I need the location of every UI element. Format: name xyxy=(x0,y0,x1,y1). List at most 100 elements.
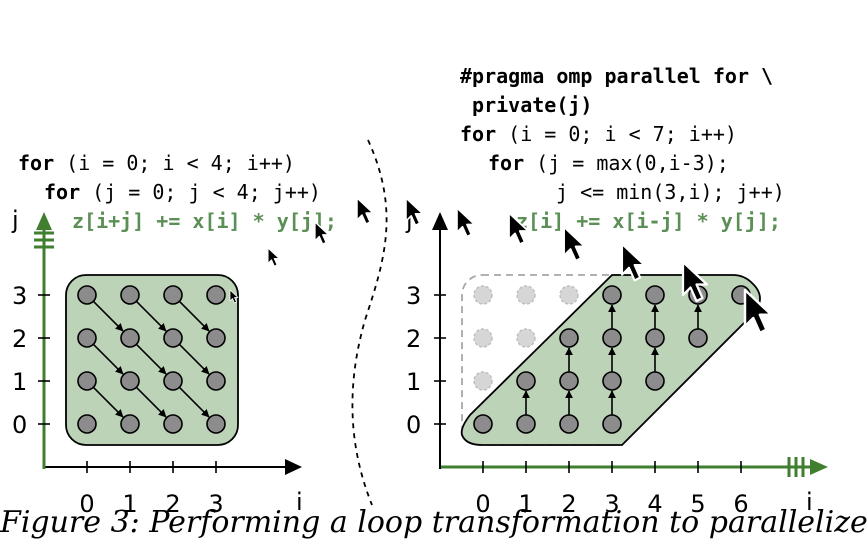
cursor-arrow-icon xyxy=(229,289,239,304)
right-point xyxy=(645,371,665,391)
left-x-tick-label: 2 xyxy=(165,490,180,518)
faded-point xyxy=(516,285,536,305)
right-y-tick-label: 3 xyxy=(406,282,421,310)
dashed-divider xyxy=(351,139,388,506)
cursor-arrow-icon xyxy=(456,207,476,238)
cursor-shape xyxy=(743,288,773,335)
cursor-arrow-icon xyxy=(356,197,374,225)
cursor-shape xyxy=(508,212,530,246)
cursor-shape xyxy=(456,207,476,238)
right-x-tick-label: 1 xyxy=(518,490,533,518)
left-point xyxy=(163,414,183,434)
right-dependency-arrows xyxy=(522,304,702,415)
right-point xyxy=(559,414,579,434)
right-point xyxy=(645,285,665,305)
right-y-axis-label: j xyxy=(405,206,413,234)
faded-point xyxy=(473,285,493,305)
left-x-tick-label: 0 xyxy=(79,490,94,518)
right-point xyxy=(559,371,579,391)
right-code-block: #pragma omp parallel for \ private(j)for… xyxy=(460,33,785,265)
left-point xyxy=(163,285,183,305)
right-y-tick-label: 2 xyxy=(406,325,421,353)
faded-point xyxy=(473,328,493,348)
left-y-tick-label: 0 xyxy=(12,411,27,439)
cursor-shape xyxy=(681,260,709,303)
right-x-axis-label: i xyxy=(806,488,813,516)
left-dependency-arrow xyxy=(92,300,124,332)
cursor-shape xyxy=(314,221,330,245)
left-x-axis-arrowhead xyxy=(285,459,302,475)
right-point xyxy=(516,371,536,391)
right-x-tick-label: 3 xyxy=(604,490,619,518)
left-point xyxy=(120,414,140,434)
right-y-tick-label: 0 xyxy=(406,411,421,439)
cursor-shape xyxy=(405,197,424,227)
left-code-line-2: for (j = 0; j < 4; j++) xyxy=(44,180,321,204)
left-y-tick-label: 2 xyxy=(12,325,27,353)
cursor-shape xyxy=(620,242,646,282)
left-x-tick-label: 1 xyxy=(122,490,137,518)
left-point xyxy=(163,371,183,391)
left-point xyxy=(77,414,97,434)
cursor-arrow-icon xyxy=(681,260,709,303)
left-point xyxy=(77,285,97,305)
right-code-line-1: #pragma omp parallel for \ xyxy=(460,64,774,88)
right-y-axis-arrowhead xyxy=(432,212,448,230)
left-point xyxy=(163,328,183,348)
left-point xyxy=(120,328,140,348)
left-point xyxy=(120,285,140,305)
left-dependency-arrow xyxy=(135,343,167,375)
right-x-tick-label: 5 xyxy=(690,490,705,518)
cursor-trail xyxy=(229,197,773,335)
cursor-arrow-icon xyxy=(743,288,773,335)
left-dependency-arrow xyxy=(178,386,210,418)
faded-point xyxy=(559,285,579,305)
left-y-axis-label: j xyxy=(11,206,19,234)
right-y-tick-label: 1 xyxy=(406,368,421,396)
left-point xyxy=(206,285,226,305)
right-x-tick-label: 4 xyxy=(647,490,662,518)
right-point xyxy=(645,328,665,348)
right-code-line-5: j <= min(3,i); j++) xyxy=(556,180,785,204)
cursor-arrow-icon xyxy=(563,226,586,262)
left-y-tick-label: 1 xyxy=(12,368,27,396)
left-y-tick-label: 3 xyxy=(12,282,27,310)
right-point xyxy=(516,414,536,434)
left-x-tick-label: 3 xyxy=(208,490,223,518)
right-point xyxy=(602,414,622,434)
right-faded-points xyxy=(473,285,579,391)
left-point xyxy=(77,328,97,348)
cursor-shape xyxy=(267,247,280,267)
right-x-axis-arrowhead xyxy=(810,459,828,475)
left-code-line-3: z[i+j] += x[i] * y[j]; xyxy=(72,209,337,233)
left-dependency-arrow xyxy=(92,343,124,375)
cursor-arrow-icon xyxy=(267,247,280,267)
right-iteration-region xyxy=(460,274,761,446)
faded-point xyxy=(473,371,493,391)
right-code-line-4: for (j = max(0,i-3); xyxy=(488,151,729,175)
left-point xyxy=(206,371,226,391)
cursor-arrow-icon xyxy=(620,242,646,282)
right-point xyxy=(602,328,622,348)
left-point xyxy=(120,371,140,391)
right-code-line-3: for (i = 0; i < 7; i++) xyxy=(460,122,737,146)
left-code-block: for (i = 0; i < 4; i++) for (j = 0; j < 4… xyxy=(18,120,337,265)
right-point xyxy=(559,328,579,348)
cursor-arrow-icon xyxy=(314,221,330,245)
left-dependency-arrow xyxy=(135,300,167,332)
left-dependency-arrow xyxy=(92,386,124,418)
right-point xyxy=(602,371,622,391)
left-code-line-1: for (i = 0; i < 4; i++) xyxy=(18,151,295,175)
right-point xyxy=(688,328,708,348)
left-dependency-arrow xyxy=(178,300,210,332)
right-point xyxy=(602,285,622,305)
figure-caption: Figure 3: Performing a loop transformati… xyxy=(0,505,868,540)
left-dependency-arrow xyxy=(178,343,210,375)
cursor-shape xyxy=(229,289,239,304)
cursor-arrow-icon xyxy=(508,212,530,246)
left-dependency-arrows xyxy=(92,300,210,418)
left-iteration-points xyxy=(77,285,226,434)
